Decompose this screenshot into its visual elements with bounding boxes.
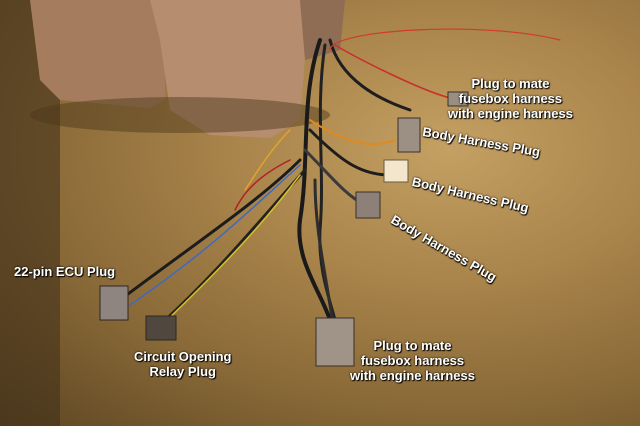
connector-ecu — [99, 285, 129, 321]
label-bottom-line3: with engine harness — [350, 368, 475, 383]
connector-body-3 — [355, 191, 381, 219]
label-top-right-line2: fusebox harness — [458, 91, 563, 106]
stone-block-back — [300, 0, 345, 60]
label-relay-line2: Relay Plug — [149, 364, 216, 379]
label-bottom-line2: fusebox harness — [360, 353, 465, 368]
label-ecu-plug: 22-pin ECU Plug — [14, 264, 116, 279]
stone-shadow — [30, 97, 330, 133]
label-relay-line1: Circuit Opening — [134, 349, 232, 364]
wire-bundle — [118, 28, 561, 327]
label-top-right-line1: Plug to mate — [471, 76, 550, 91]
connector-body-2 — [383, 159, 409, 183]
label-top-right: Plug to mate fusebox harness with engine… — [448, 76, 573, 121]
stone-block-left — [30, 0, 165, 108]
connector-bottom — [315, 317, 355, 367]
connector-top-right — [447, 91, 469, 107]
label-relay-plug: Circuit Opening Relay Plug — [134, 349, 232, 379]
label-top-right-line3: with engine harness — [448, 106, 573, 121]
connector-relay — [145, 315, 177, 341]
label-bottom-line1: Plug to mate — [373, 338, 452, 353]
connector-body-1 — [397, 117, 421, 153]
stone-block-right — [150, 0, 305, 138]
label-bottom: Plug to mate fusebox harness with engine… — [350, 338, 475, 383]
